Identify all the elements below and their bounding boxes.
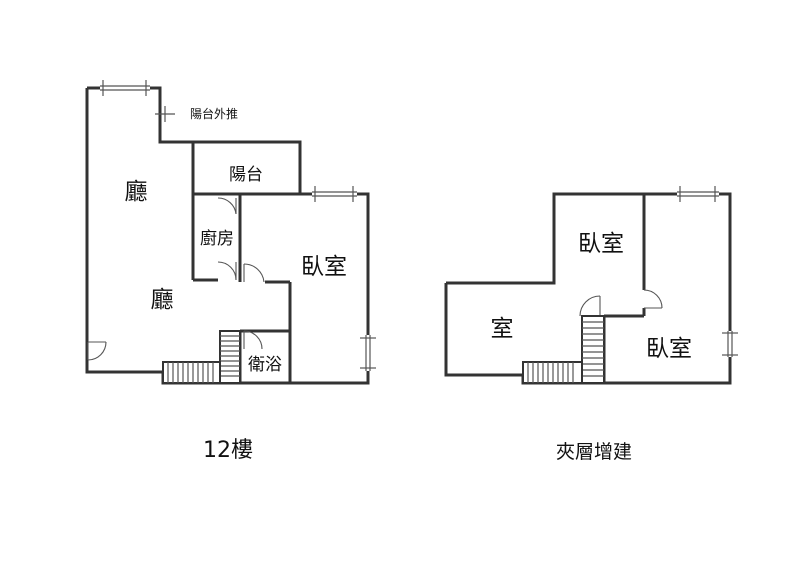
room-label-kitchen: 廚房 [200, 228, 234, 249]
floor-12-outer-wall [85, 86, 370, 385]
entrance-door [87, 341, 107, 361]
mezzanine-outer-wall [444, 192, 732, 385]
mezzanine-caption: 夾層增建 [556, 441, 632, 463]
mezzanine-plan: 室 臥室 臥室 夾層增建 [444, 186, 738, 463]
mezz-room-label-bedroom-right: 臥室 [646, 336, 692, 362]
stairs-vertical [219, 330, 241, 384]
mezz-room-label-left: 室 [491, 316, 514, 342]
mezz-stair-door [579, 295, 601, 317]
room-label-bathroom: 衛浴 [248, 355, 282, 375]
bedroom-door [243, 263, 265, 283]
balcony-extension-note: 陽台外推 [190, 106, 238, 121]
window-bedroom-side [360, 335, 376, 371]
window-bedroom-top [312, 186, 357, 202]
mezz-room-label-bedroom-top: 臥室 [578, 231, 624, 257]
mezz-window-side [722, 331, 738, 357]
stairs-horizontal [162, 361, 221, 384]
mezz-stairs-vertical [581, 315, 605, 384]
mezz-window-top [677, 186, 719, 202]
room-label-living-top: 廳 [125, 179, 148, 205]
room-label-balcony: 陽台 [229, 165, 263, 185]
kitchen-door [217, 197, 237, 215]
kitchen-bottom-door [217, 261, 237, 281]
mezz-bedroom-door [643, 289, 663, 309]
window-top-left [100, 80, 150, 96]
room-label-bedroom: 臥室 [301, 254, 347, 280]
bath-door [243, 330, 263, 350]
mezz-stairs-horizontal [522, 361, 583, 384]
floor-12-plan: 廳 廳 陽台 廚房 臥室 衛浴 陽台外推 12樓 [85, 80, 376, 463]
floor-12-caption: 12樓 [203, 438, 253, 463]
room-label-living-bottom: 廳 [151, 287, 174, 313]
